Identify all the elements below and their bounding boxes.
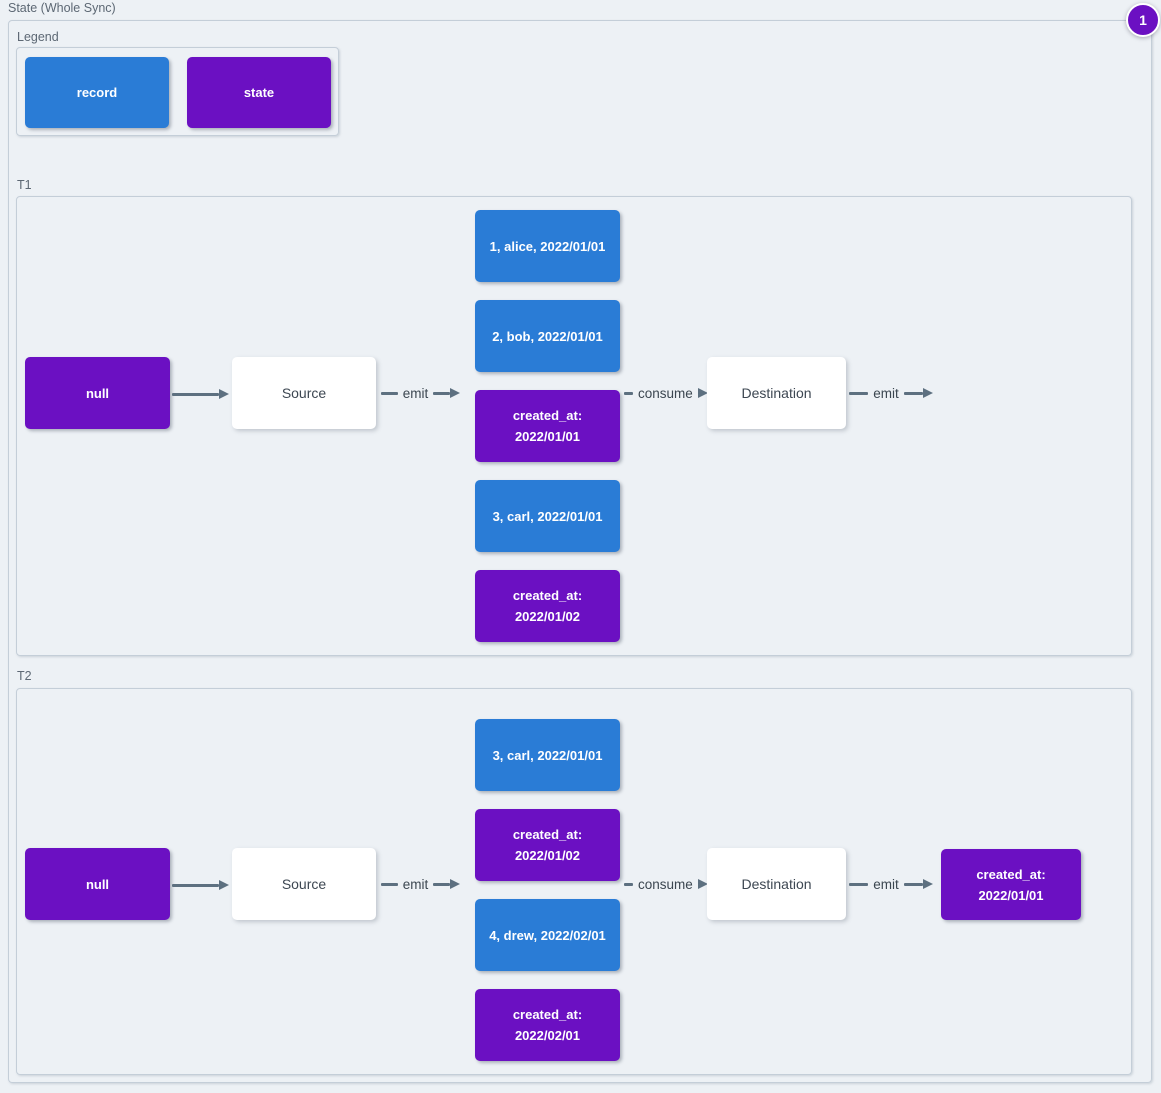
t1-message-label-line2: 2022/01/01 (514, 429, 581, 444)
section-t2-label: T2 (17, 669, 32, 683)
t1-message-label: 2, bob, 2022/01/01 (492, 328, 603, 344)
t2-emit-out-connector: emit (849, 876, 934, 892)
t2-message-label-line1: created_at: (512, 827, 583, 842)
arrow-head-icon (219, 880, 229, 890)
t1-arrow-null-to-source (172, 386, 229, 402)
arrow-line (849, 391, 869, 395)
t2-destination-label: Destination (741, 875, 812, 892)
t2-message-label: 3, carl, 2022/01/01 (492, 747, 603, 763)
t1-destination-label: Destination (741, 384, 812, 401)
arrow-line (172, 883, 219, 887)
t2-initial-state-node: null (25, 848, 170, 920)
t2-emit-connector: emit (381, 876, 461, 892)
t2-source-node: Source (232, 848, 376, 920)
t2-consume-label: consume (638, 876, 693, 892)
t1-source-label: Source (281, 384, 327, 401)
t1-emit-out-label: emit (873, 385, 899, 401)
t1-source-node: Source (232, 357, 376, 429)
t1-message-label-line2: 2022/01/02 (514, 609, 581, 624)
page-number-badge: 1 (1126, 3, 1160, 37)
legend-record-label: record (76, 85, 118, 100)
legend-record-node: record (25, 57, 169, 128)
arrow-head-icon (450, 879, 461, 889)
arrow-head-icon (923, 388, 934, 398)
section-t1-group (16, 196, 1132, 656)
t2-output-state-line1: created_at: (976, 866, 1046, 882)
t2-message-label-line2: 2022/01/02 (514, 848, 581, 863)
arrow-line (849, 882, 869, 886)
arrow-head-icon (697, 388, 708, 398)
arrow-head-icon (923, 879, 934, 889)
t2-message-label-line1: created_at: (512, 1007, 583, 1022)
t2-message-state-node: created_at: 2022/01/02 (475, 809, 620, 881)
t2-emit-label: emit (402, 876, 429, 892)
t1-message-record-node: 1, alice, 2022/01/01 (475, 210, 620, 282)
t2-message-label-line2: 2022/02/01 (514, 1028, 581, 1043)
legend-label: Legend (17, 30, 59, 44)
t2-emit-out-label: emit (873, 876, 899, 892)
arrow-line (381, 882, 398, 886)
whole-sync-group (8, 20, 1152, 1083)
page-number-label: 1 (1139, 12, 1147, 28)
arrow-head-icon (697, 879, 708, 889)
t2-consume-connector: consume (624, 876, 708, 892)
t1-message-label: 1, alice, 2022/01/01 (489, 238, 606, 254)
t1-message-state-node: created_at: 2022/01/01 (475, 390, 620, 462)
t1-message-label-line1: created_at: (512, 408, 583, 423)
t2-destination-node: Destination (707, 848, 846, 920)
t1-emit-label: emit (402, 385, 429, 401)
t1-message-label: 3, carl, 2022/01/01 (492, 508, 603, 524)
t1-message-record-node: 3, carl, 2022/01/01 (475, 480, 620, 552)
arrow-line (903, 882, 924, 886)
arrow-head-icon (219, 389, 229, 399)
t2-message-label: 4, drew, 2022/02/01 (489, 927, 606, 943)
t1-message-record-node: 2, bob, 2022/01/01 (475, 300, 620, 372)
arrow-line (624, 882, 633, 886)
t2-message-record-node: 4, drew, 2022/02/01 (475, 899, 620, 971)
t2-message-state-node: created_at: 2022/02/01 (475, 989, 620, 1061)
t1-initial-state-label: null (85, 385, 110, 401)
section-t1-label: T1 (17, 178, 32, 192)
t2-message-record-node: 3, carl, 2022/01/01 (475, 719, 620, 791)
arrow-line (172, 392, 219, 396)
t1-message-state-node: created_at: 2022/01/02 (475, 570, 620, 642)
arrow-line (903, 391, 924, 395)
t2-output-state-node: created_at: 2022/01/01 (941, 849, 1081, 920)
legend-group (16, 47, 339, 136)
t2-source-label: Source (281, 875, 327, 892)
t1-emit-connector: emit (381, 385, 461, 401)
t1-consume-connector: consume (624, 385, 708, 401)
t2-output-state-line2: 2022/01/01 (978, 887, 1044, 903)
legend-state-label: state (243, 85, 275, 100)
section-t2-group (16, 688, 1132, 1075)
page-title: State (Whole Sync) (8, 1, 116, 15)
arrow-head-icon (450, 388, 461, 398)
arrow-line (433, 882, 451, 886)
t1-emit-out-connector: emit (849, 385, 934, 401)
arrow-line (381, 391, 398, 395)
t1-message-label-line1: created_at: (512, 588, 583, 603)
t1-initial-state-node: null (25, 357, 170, 429)
arrow-line (433, 391, 451, 395)
t1-consume-label: consume (638, 385, 693, 401)
t2-initial-state-label: null (85, 876, 110, 892)
arrow-line (624, 391, 633, 395)
t1-destination-node: Destination (707, 357, 846, 429)
legend-state-node: state (187, 57, 331, 128)
t2-arrow-null-to-source (172, 877, 229, 893)
